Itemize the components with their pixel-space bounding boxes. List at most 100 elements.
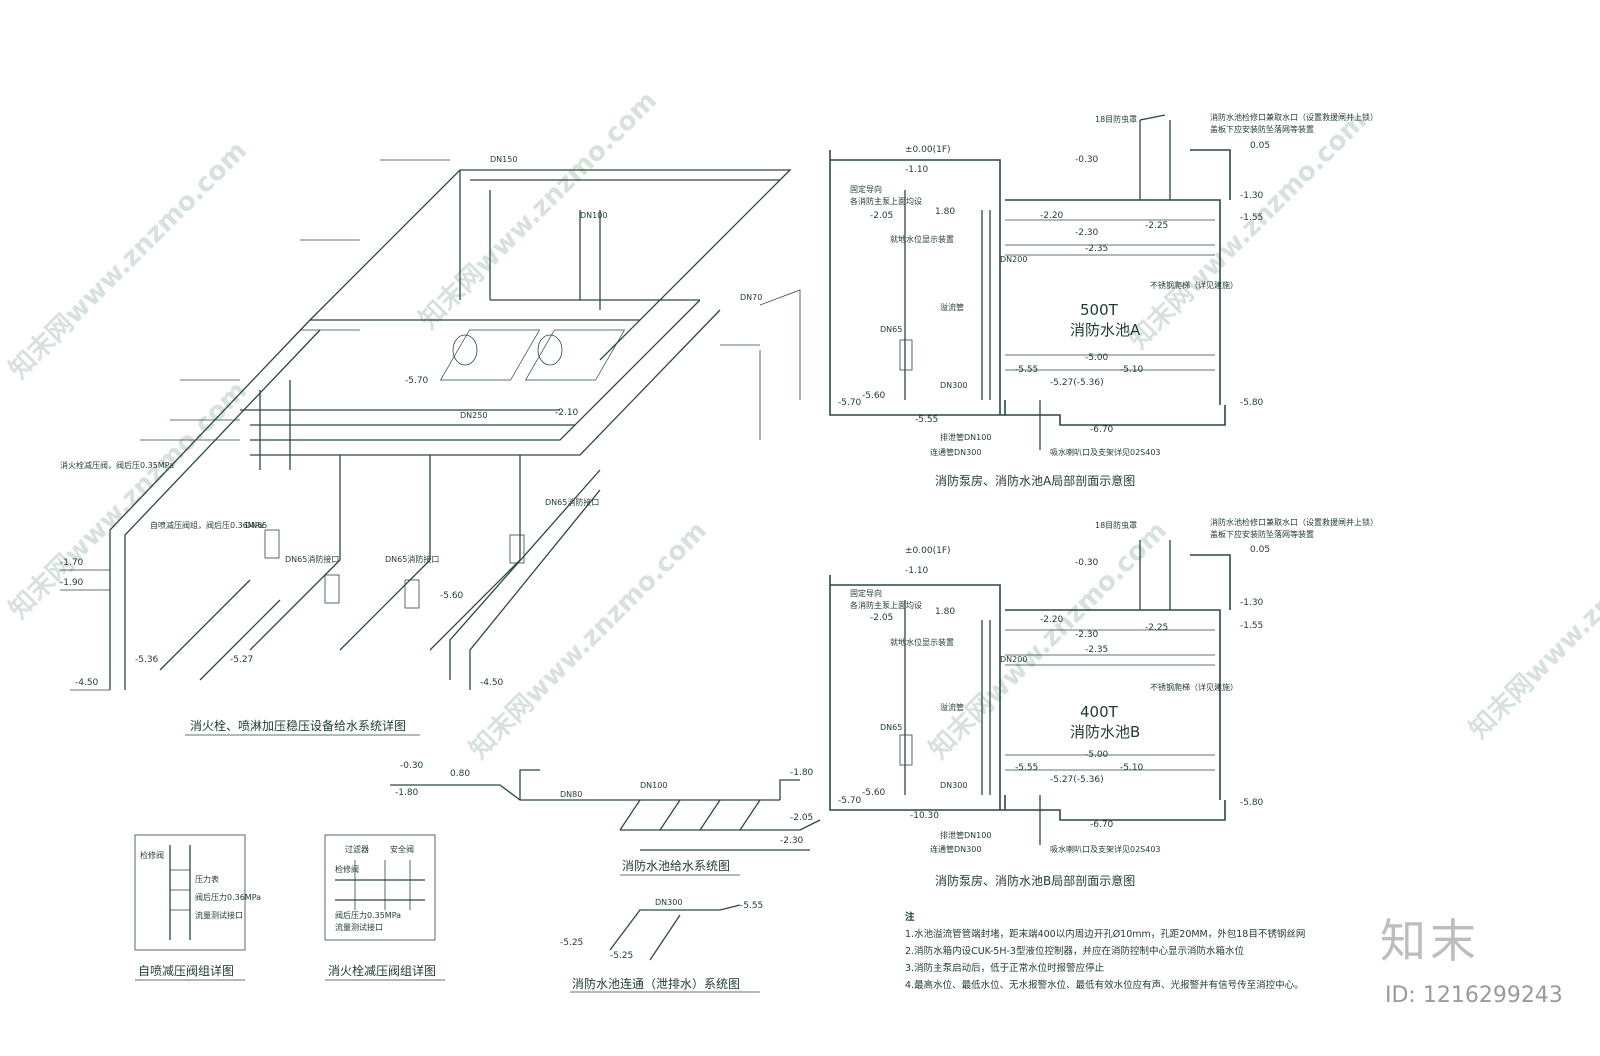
component-label: 各消防主泵上面均设 <box>850 600 922 610</box>
level-label: -5.00 <box>1085 750 1109 760</box>
level-label: 1.80 <box>935 207 955 217</box>
level-label: -5.27 <box>230 655 253 665</box>
watermark-text: 知末网www.znzmo.com <box>414 86 663 335</box>
component-label: 检修阀 <box>140 850 164 860</box>
level-label: -5.25 <box>610 951 633 961</box>
watermark-text: 知末网www.znzmo.com <box>4 136 253 385</box>
pipe-size-label: DN65消防接口 <box>385 554 439 564</box>
pipe-size-label: DN100 <box>640 781 667 790</box>
pipe-size-label: DN100 <box>580 211 607 220</box>
notes-heading: 注 <box>905 911 915 923</box>
component-label: 不锈钢爬梯（详见建施） <box>1150 280 1238 290</box>
pressure-label: 阀后压力0.36MPa <box>195 892 261 902</box>
component-label: 压力表 <box>195 874 219 884</box>
level-label: -5.60 <box>862 391 886 401</box>
component-label: 各消防主泵上面均设 <box>850 196 922 206</box>
pipe-size-label: DN200 <box>1000 255 1027 264</box>
component-label: 排泄管DN100 <box>940 830 991 840</box>
note-item: 4.最高水位、最低水位、无水报警水位、最低有效水位应有声、光报警并有信号传至消控… <box>905 979 1304 991</box>
component-label: 流量测试接口 <box>195 910 243 920</box>
component-label: 固定导向 <box>850 588 882 598</box>
component-label: 吸水喇叭口及支架详见02S403 <box>1050 844 1161 854</box>
level-label: -5.27(-5.36) <box>1050 775 1104 785</box>
level-label: -5.70 <box>838 398 862 408</box>
pool-capacity: 400T <box>1080 703 1119 721</box>
pipe-size-label: DN80 <box>560 790 582 799</box>
level-label: -1.55 <box>1240 621 1263 631</box>
pool-name: 消防水池A <box>1070 321 1141 339</box>
note-item: 1.水池溢流管管端封堵，距末端400以内周边开孔Ø10mm，孔距20MM，外包1… <box>905 928 1305 940</box>
level-label: -2.20 <box>1040 211 1064 221</box>
level-label: -2.35 <box>1085 244 1108 254</box>
pipe-size-label: DN300 <box>655 898 682 907</box>
level-label: -2.05 <box>790 813 813 823</box>
component-label: 溢流管 <box>940 302 964 312</box>
level-label: -2.05 <box>870 613 893 623</box>
level-label: -0.30 <box>1075 558 1099 568</box>
level-label: -1.55 <box>1240 213 1263 223</box>
diagram-title: 消火栓、喷淋加压稳压设备给水系统详图 <box>190 718 406 733</box>
level-label: -2.30 <box>780 836 804 846</box>
diagram-title: 消防水池连通（泄排水）系统图 <box>572 976 740 991</box>
level-label: -2.30 <box>1075 630 1099 640</box>
section-a-diagram: ±0.00(1F) -1.10 -0.30 0.05 -1.30 -1.55 1… <box>829 112 1378 488</box>
level-label: -5.25 <box>560 938 583 948</box>
diagram-title: 消防泵房、消防水池A局部剖面示意图 <box>935 473 1135 488</box>
level-label: -5.27(-5.36) <box>1050 378 1104 388</box>
sprinkler-valve-detail: 压力表 阀后压力0.36MPa 流量测试接口 检修阀 自喷减压阀组详图 <box>134 834 261 981</box>
watermark-text: 知末网www.znzmo.com <box>1464 496 1600 745</box>
level-label: -4.50 <box>480 678 504 688</box>
pressure-label: 自喷减压阀组，阀后压0.36MPa <box>150 520 264 530</box>
pipe-size-label: DN65消防接口 <box>285 554 339 564</box>
component-label: 吸水喇叭口及支架详见02S403 <box>1050 447 1161 457</box>
diagram-title: 消防水池给水系统图 <box>622 858 730 873</box>
pool-link-diagram: -5.25 -5.25 -5.55 DN300 消防水池连通（泄排水）系统图 <box>560 898 763 993</box>
level-label: 0.80 <box>450 769 470 779</box>
diagram-title: 消火栓减压阀组详图 <box>328 963 436 978</box>
level-label: ±0.00(1F) <box>905 546 951 556</box>
level-label: -1.10 <box>905 165 929 175</box>
pipe-size-label: DN150 <box>490 155 517 164</box>
level-label: -1.90 <box>60 578 84 588</box>
image-id-label: ID: 1216299243 <box>1385 983 1563 1008</box>
level-label: -5.60 <box>440 591 464 601</box>
system-isometric-diagram: 消火栓减压阀，阀后压0.35MPa 自喷减压阀组，阀后压0.36MPa DN65… <box>60 155 801 736</box>
pipe-size-label: DN70 <box>740 293 762 302</box>
watermark-text: 知末网www.znzmo.com <box>464 516 713 765</box>
pipe-size-label: DN300 <box>940 381 967 390</box>
component-label: 不锈钢爬梯（详见建施） <box>1150 682 1238 692</box>
level-label: -0.30 <box>400 761 424 771</box>
component-label: 就地水位显示装置 <box>890 637 954 647</box>
level-label: -0.30 <box>1075 155 1099 165</box>
diagram-title: 消防泵房、消防水池B局部剖面示意图 <box>935 873 1135 888</box>
pipe-size-label: DN65 <box>880 723 902 732</box>
level-label: -5.70 <box>838 796 862 806</box>
pipe-size-label: DN65消防接口 <box>545 497 599 507</box>
level-label: -5.80 <box>1240 798 1264 808</box>
level-label: -5.55 <box>1015 365 1038 375</box>
component-label: 盖板下应安装防坠落网等装置 <box>1210 124 1314 134</box>
component-label: 排泄管DN100 <box>940 432 991 442</box>
pool-name: 消防水池B <box>1070 723 1140 741</box>
level-label: -2.25 <box>1145 221 1168 231</box>
component-label: 18目防虫罩 <box>1095 520 1137 530</box>
watermark-text: 知末网www.znzmo.com <box>4 376 253 625</box>
component-label: 消防水池检修口兼取水口（设置救援闸并上锁） <box>1210 112 1378 122</box>
hydrant-valve-detail: 过滤器 安全阀 检修阀 阀后压力0.35MPa 流量测试接口 消火栓减压阀组详图 <box>324 834 445 981</box>
pipe-size-label: DN200 <box>1000 655 1027 664</box>
level-label: -1.10 <box>905 566 929 576</box>
level-label: -10.30 <box>910 811 939 821</box>
brand-logo: 知末 <box>1380 914 1480 968</box>
component-label: 18目防虫罩 <box>1095 114 1137 124</box>
level-label: -5.70 <box>405 376 429 386</box>
pressure-label: 消火栓减压阀，阀后压0.35MPa <box>60 460 174 470</box>
component-label: 消防水池检修口兼取水口（设置救援闸并上锁） <box>1210 517 1378 527</box>
level-label: -2.30 <box>1075 228 1099 238</box>
component-label: 过滤器 <box>345 844 369 854</box>
level-label: -6.70 <box>1090 820 1114 830</box>
component-label: 连通管DN300 <box>930 447 981 457</box>
level-label: -5.55 <box>1015 763 1038 773</box>
pipe-size-label: DN250 <box>460 411 487 420</box>
component-label: 就地水位显示装置 <box>890 234 954 244</box>
level-label: -1.80 <box>395 788 419 798</box>
